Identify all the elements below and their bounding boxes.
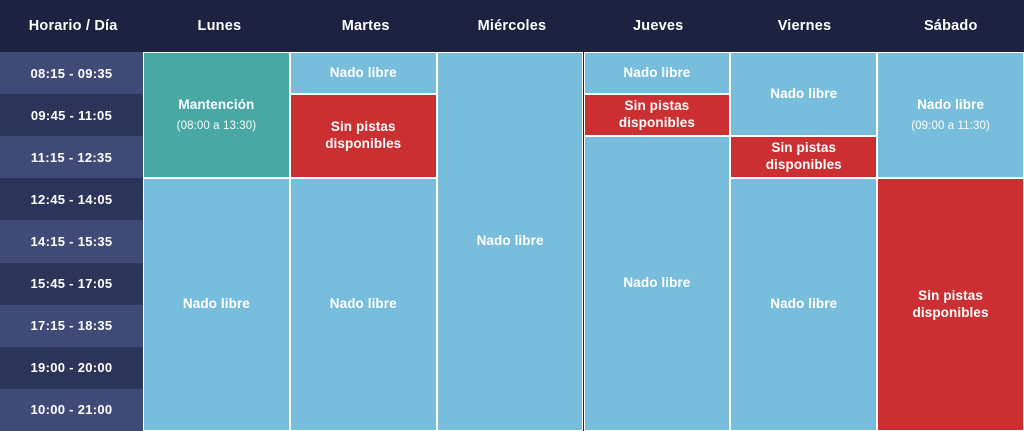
time-slot-cell: 10:00 - 21:00 xyxy=(0,388,143,431)
col-martes[interactable]: Martes xyxy=(292,0,439,52)
schedule-block-martes-free[interactable]: Nado libre xyxy=(289,52,437,95)
schedule-block-sabado-free[interactable]: Nado libre (09:00 a 11:30) xyxy=(877,52,1024,179)
col-lunes[interactable]: Lunes xyxy=(146,0,293,52)
schedule-block-martes-closed[interactable]: Sin pistas disponibles xyxy=(289,94,437,179)
block-label: Nado libre xyxy=(329,296,397,312)
time-slot-cell: 15:45 - 17:05 xyxy=(0,262,143,305)
col-jueves[interactable]: Jueves xyxy=(585,0,732,52)
block-label: Nado libre xyxy=(770,296,838,312)
block-label: Nado libre xyxy=(623,64,691,80)
col-horario[interactable]: Horario / Día xyxy=(0,0,147,52)
col-viernes[interactable]: Viernes xyxy=(731,0,878,52)
block-label: Nado libre xyxy=(917,97,985,113)
block-label: Mantención xyxy=(178,97,255,113)
block-label: Nado libre xyxy=(182,296,250,312)
block-label: Nado libre xyxy=(329,64,397,80)
block-label: Nado libre xyxy=(770,85,838,101)
block-label: Sin pistas disponibles xyxy=(618,98,695,131)
time-slot-cell: 12:45 - 14:05 xyxy=(0,178,143,221)
schedule-block-jueves-free[interactable]: Nado libre xyxy=(583,136,731,431)
col-sabado[interactable]: Sábado xyxy=(877,0,1024,52)
schedule-block-viernes-free[interactable]: Nado libre xyxy=(730,52,878,137)
block-label: Sin pistas disponibles xyxy=(912,287,989,320)
time-slot-cell: 17:15 - 18:35 xyxy=(0,304,143,347)
time-slot-cell: 19:00 - 20:00 xyxy=(0,346,143,389)
time-slot-cell: 09:45 - 11:05 xyxy=(0,94,143,137)
schedule-block-miercoles-free[interactable]: Nado libre xyxy=(436,52,584,431)
block-label: Sin pistas disponibles xyxy=(325,119,402,152)
col-miercoles[interactable]: Miércoles xyxy=(438,0,586,52)
schedule-block-lunes-maint[interactable]: Mantención (08:00 a 13:30) xyxy=(143,52,290,179)
block-label: Nado libre xyxy=(623,275,691,291)
block-subtitle: (09:00 a 11:30) xyxy=(911,119,990,132)
schedule-block-viernes-free[interactable]: Nado libre xyxy=(730,178,878,431)
block-subtitle: (08:00 a 13:30) xyxy=(176,119,257,132)
schedule-block-jueves-free[interactable]: Nado libre xyxy=(583,52,731,95)
time-slot-cell: 08:15 - 09:35 xyxy=(0,52,143,95)
time-slot-cell: 11:15 - 12:35 xyxy=(0,136,143,179)
schedule-block-sabado-closed[interactable]: Sin pistas disponibles xyxy=(877,178,1024,431)
block-label: Sin pistas disponibles xyxy=(765,140,842,173)
schedule-block-viernes-closed[interactable]: Sin pistas disponibles xyxy=(730,136,878,179)
schedule-block-lunes-free[interactable]: Nado libre xyxy=(143,178,290,431)
time-slot-cell: 14:15 - 15:35 xyxy=(0,220,143,263)
schedule-block-jueves-closed[interactable]: Sin pistas disponibles xyxy=(583,94,731,137)
block-label: Nado libre xyxy=(476,233,544,249)
schedule-block-martes-free[interactable]: Nado libre xyxy=(289,178,437,431)
